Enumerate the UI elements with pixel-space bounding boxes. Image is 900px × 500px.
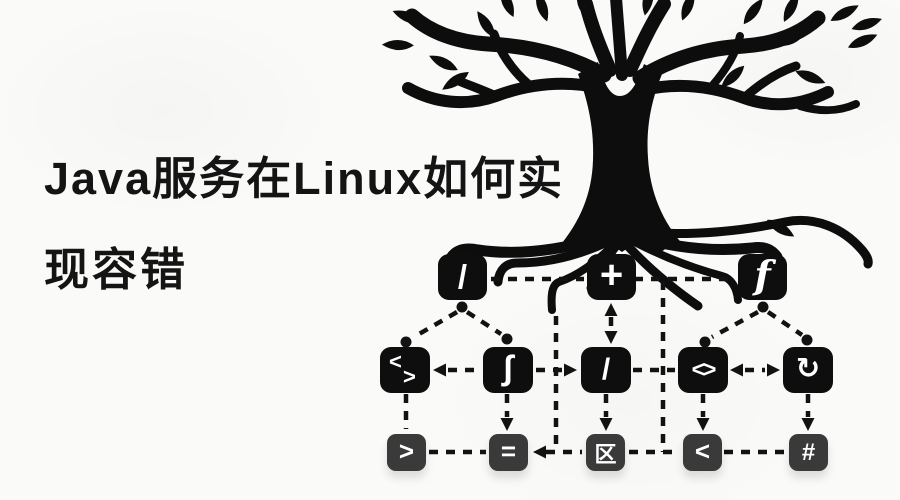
tree-root [621,239,703,311]
junction-dot [801,334,813,346]
tree-leaves [381,0,882,237]
leaf-icon [381,40,414,51]
plus-glyph: + [599,252,624,297]
node-block-char: 区 [586,434,625,471]
slash-glyph: / [601,353,611,386]
refresh-icon: ↻ [795,353,821,385]
leaf-icon [536,0,549,22]
function-glyph: f [754,251,771,297]
node-plus: + [587,252,636,300]
junction-dot [501,333,513,345]
title-line-2: 现容错 [44,244,189,295]
tree-root [444,232,608,266]
title-line-1: Java服务在Linux如何实 [44,153,565,204]
leaf-icon [743,0,763,25]
integral-glyph: ∫ [503,349,513,387]
arrow-down-icon [500,418,514,431]
leaf-icon [576,0,588,16]
code-icon: < > [380,347,430,393]
block-char-glyph: 区 [594,441,617,467]
leaf-icon [681,0,695,21]
leaf-icon [830,5,859,21]
tree-branch [610,0,628,81]
node-refresh: ↻ [783,347,833,393]
less-than-glyph: < [389,349,402,374]
tree-root [632,215,873,269]
greater-than-glyph: > [403,364,416,389]
node-slash-top: / [438,254,487,300]
slash-glyph: / [457,258,468,295]
leaf-icon [442,72,469,90]
tree-branch [404,8,612,83]
node-greater-than: > [387,434,426,471]
arrow-left-icon [433,363,446,377]
leaf-icon [477,11,495,38]
arrow-down-icon [599,418,613,431]
junction-dot [699,336,711,348]
junction-dot [757,301,769,313]
tree-branch [623,0,671,77]
tree-branch [739,61,801,103]
tree-roots [444,215,873,314]
leaf-icon [795,70,826,84]
junction-dot [400,336,412,348]
node-code-stacked: < > [380,347,430,393]
arrow-down-icon [696,418,710,431]
leaf-icon [851,18,882,31]
leaf-icon [721,65,745,88]
dashed-connector [465,310,503,336]
leaf-icon [392,10,423,24]
tree-branch [796,100,860,115]
tree-branch [489,29,533,89]
tree-root [628,230,783,263]
tree-trunk [558,62,686,252]
dashed-connector [710,310,760,339]
greater-than-glyph: > [398,435,415,466]
dashed-connector [766,310,804,337]
leaf-icon [783,0,799,22]
equals-glyph: = [500,435,517,466]
arrow-left-icon [533,445,546,459]
leaf-icon [642,0,654,16]
leaf-icon [781,28,808,46]
arrow-right-icon [767,363,780,377]
arrow-right-icon [564,363,577,377]
node-integral: ∫ [483,347,533,393]
node-less-than: < [683,434,722,471]
node-angle-brackets: <> [678,347,728,393]
node-slash-mid: / [581,347,631,393]
tree-branch [579,0,617,77]
tree-root [627,236,742,304]
junction-dot [456,301,468,313]
leaf-icon [847,34,878,48]
arrow-down-icon [801,418,815,431]
leaf-icon [500,0,514,18]
dashed-connector [412,310,459,339]
tree-root [493,237,612,287]
leaf-icon [429,55,458,71]
tree-branch [708,32,744,90]
arrow-left-icon [730,363,743,377]
less-than-glyph: < [694,435,711,466]
arrow-down-icon [604,331,618,344]
node-function: f [738,251,787,300]
node-hash: # [789,434,828,471]
angle-brackets-glyph: <> [691,355,717,382]
hash-glyph: # [801,438,816,466]
arrow-up-icon [604,303,618,316]
node-equals: = [489,434,528,471]
